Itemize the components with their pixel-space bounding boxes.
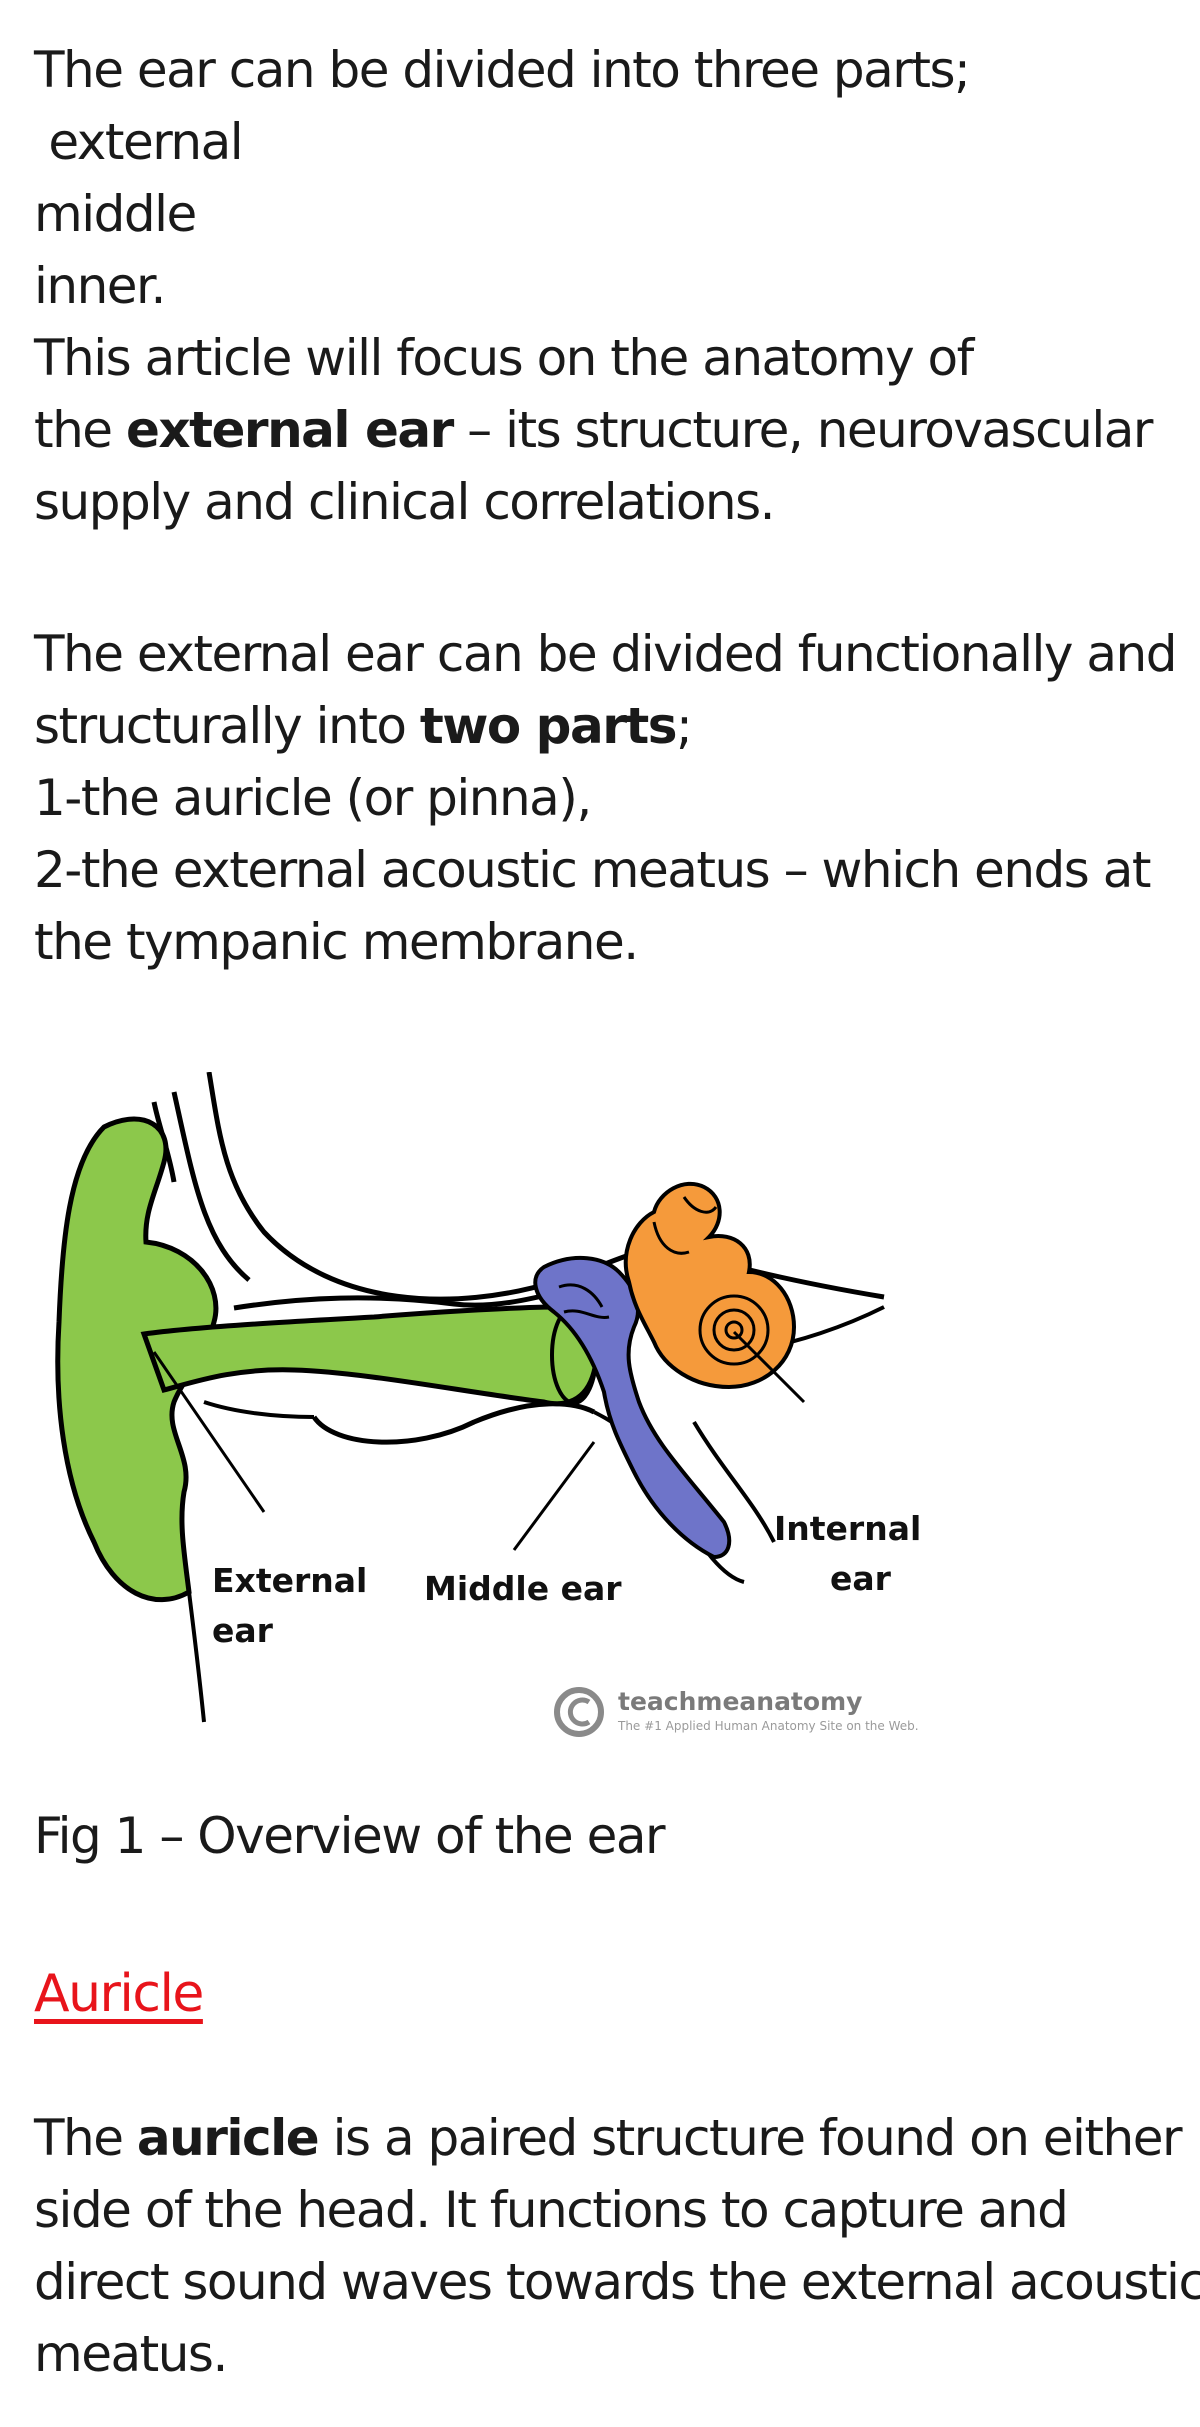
external-ear-term: external ear bbox=[125, 401, 454, 459]
label-external: External bbox=[212, 1561, 367, 1600]
figure-caption: Fig 1 – Overview of the ear bbox=[34, 1807, 666, 1865]
part-middle: middle bbox=[34, 185, 197, 243]
canal-outline-bottom bbox=[311, 1401, 596, 1445]
inner-ear-shape bbox=[623, 1181, 797, 1390]
auricle-shape bbox=[55, 1116, 219, 1603]
external-leader-line bbox=[152, 1351, 266, 1513]
auricle-paragraph: The auricle is a paired structure found … bbox=[34, 2102, 1200, 2390]
semicircular-canals bbox=[652, 1196, 718, 1255]
copyright-icon bbox=[554, 1687, 604, 1737]
internal-leader-line bbox=[732, 1330, 806, 1404]
cochlea-coil-middle bbox=[712, 1308, 756, 1352]
divisions-prefix: structurally into bbox=[34, 697, 420, 755]
intro-paragraph: The ear can be divided into three parts;… bbox=[34, 34, 1153, 538]
watermark-name: teachmeanatomy bbox=[618, 1687, 862, 1716]
divisions-suffix: ; bbox=[676, 697, 693, 755]
focus-line-2: the external ear – its structure, neurov… bbox=[34, 394, 1153, 466]
label-internal: Internal bbox=[774, 1509, 921, 1548]
focus-rest: – its structure, neurovascular bbox=[452, 401, 1153, 459]
copyright-icon-c bbox=[567, 1697, 591, 1727]
division-item-auricle: 1-the auricle (or pinna), bbox=[34, 769, 592, 827]
middle-leader-line bbox=[512, 1441, 596, 1551]
label-middle-ear: Middle ear bbox=[424, 1569, 622, 1608]
focus-end: supply and clinical correlations. bbox=[34, 473, 776, 531]
auricle-line-1: The auricle is a paired structure found … bbox=[34, 2102, 1200, 2174]
divisions-line: The external ear can be divided function… bbox=[34, 625, 1177, 683]
division-item-meatus-end: the tympanic membrane. bbox=[34, 913, 639, 971]
focus-line: This article will focus on the anatomy o… bbox=[34, 329, 974, 387]
divisions-paragraph: The external ear can be divided function… bbox=[34, 618, 1177, 978]
auricle-line-2: side of the head. It functions to captur… bbox=[34, 2181, 1069, 2239]
ear-overview-figure: External ear Middle ear Internal ear tea… bbox=[55, 1072, 921, 1737]
head-outline-inner bbox=[171, 1091, 251, 1282]
auricle-term: auricle bbox=[136, 2109, 320, 2167]
intro-line: The ear can be divided into three parts; bbox=[34, 41, 971, 99]
watermark-tagline: The #1 Applied Human Anatomy Site on the… bbox=[617, 1719, 919, 1733]
cochlea-coil-outer bbox=[698, 1294, 770, 1366]
divisions-line-2: structurally into two parts; bbox=[34, 690, 1176, 762]
label-internal-ear: ear bbox=[830, 1559, 892, 1598]
ossicles bbox=[558, 1283, 610, 1319]
auricle-line-3: direct sound waves towards the external … bbox=[34, 2253, 1200, 2311]
division-item-meatus: 2-the external acoustic meatus – which e… bbox=[34, 841, 1151, 899]
focus-the: the bbox=[34, 401, 126, 459]
auricle-heading-link[interactable]: Auricle bbox=[34, 1964, 204, 2024]
cochlea-coil-inner bbox=[724, 1320, 744, 1340]
canal-lower-line bbox=[203, 1400, 315, 1419]
label-external-ear: ear bbox=[212, 1611, 274, 1650]
auricle-line1-rest: is a paired structure found on either bbox=[318, 2109, 1183, 2167]
internal-outline bbox=[692, 1420, 776, 1543]
auricle-line-4: meatus. bbox=[34, 2325, 228, 2383]
auricle-prefix: The bbox=[34, 2109, 137, 2167]
auricle-lobe-line bbox=[187, 1591, 206, 1723]
two-parts-term: two parts bbox=[419, 697, 678, 755]
part-external: external bbox=[34, 113, 243, 171]
part-inner: inner. bbox=[34, 257, 166, 315]
